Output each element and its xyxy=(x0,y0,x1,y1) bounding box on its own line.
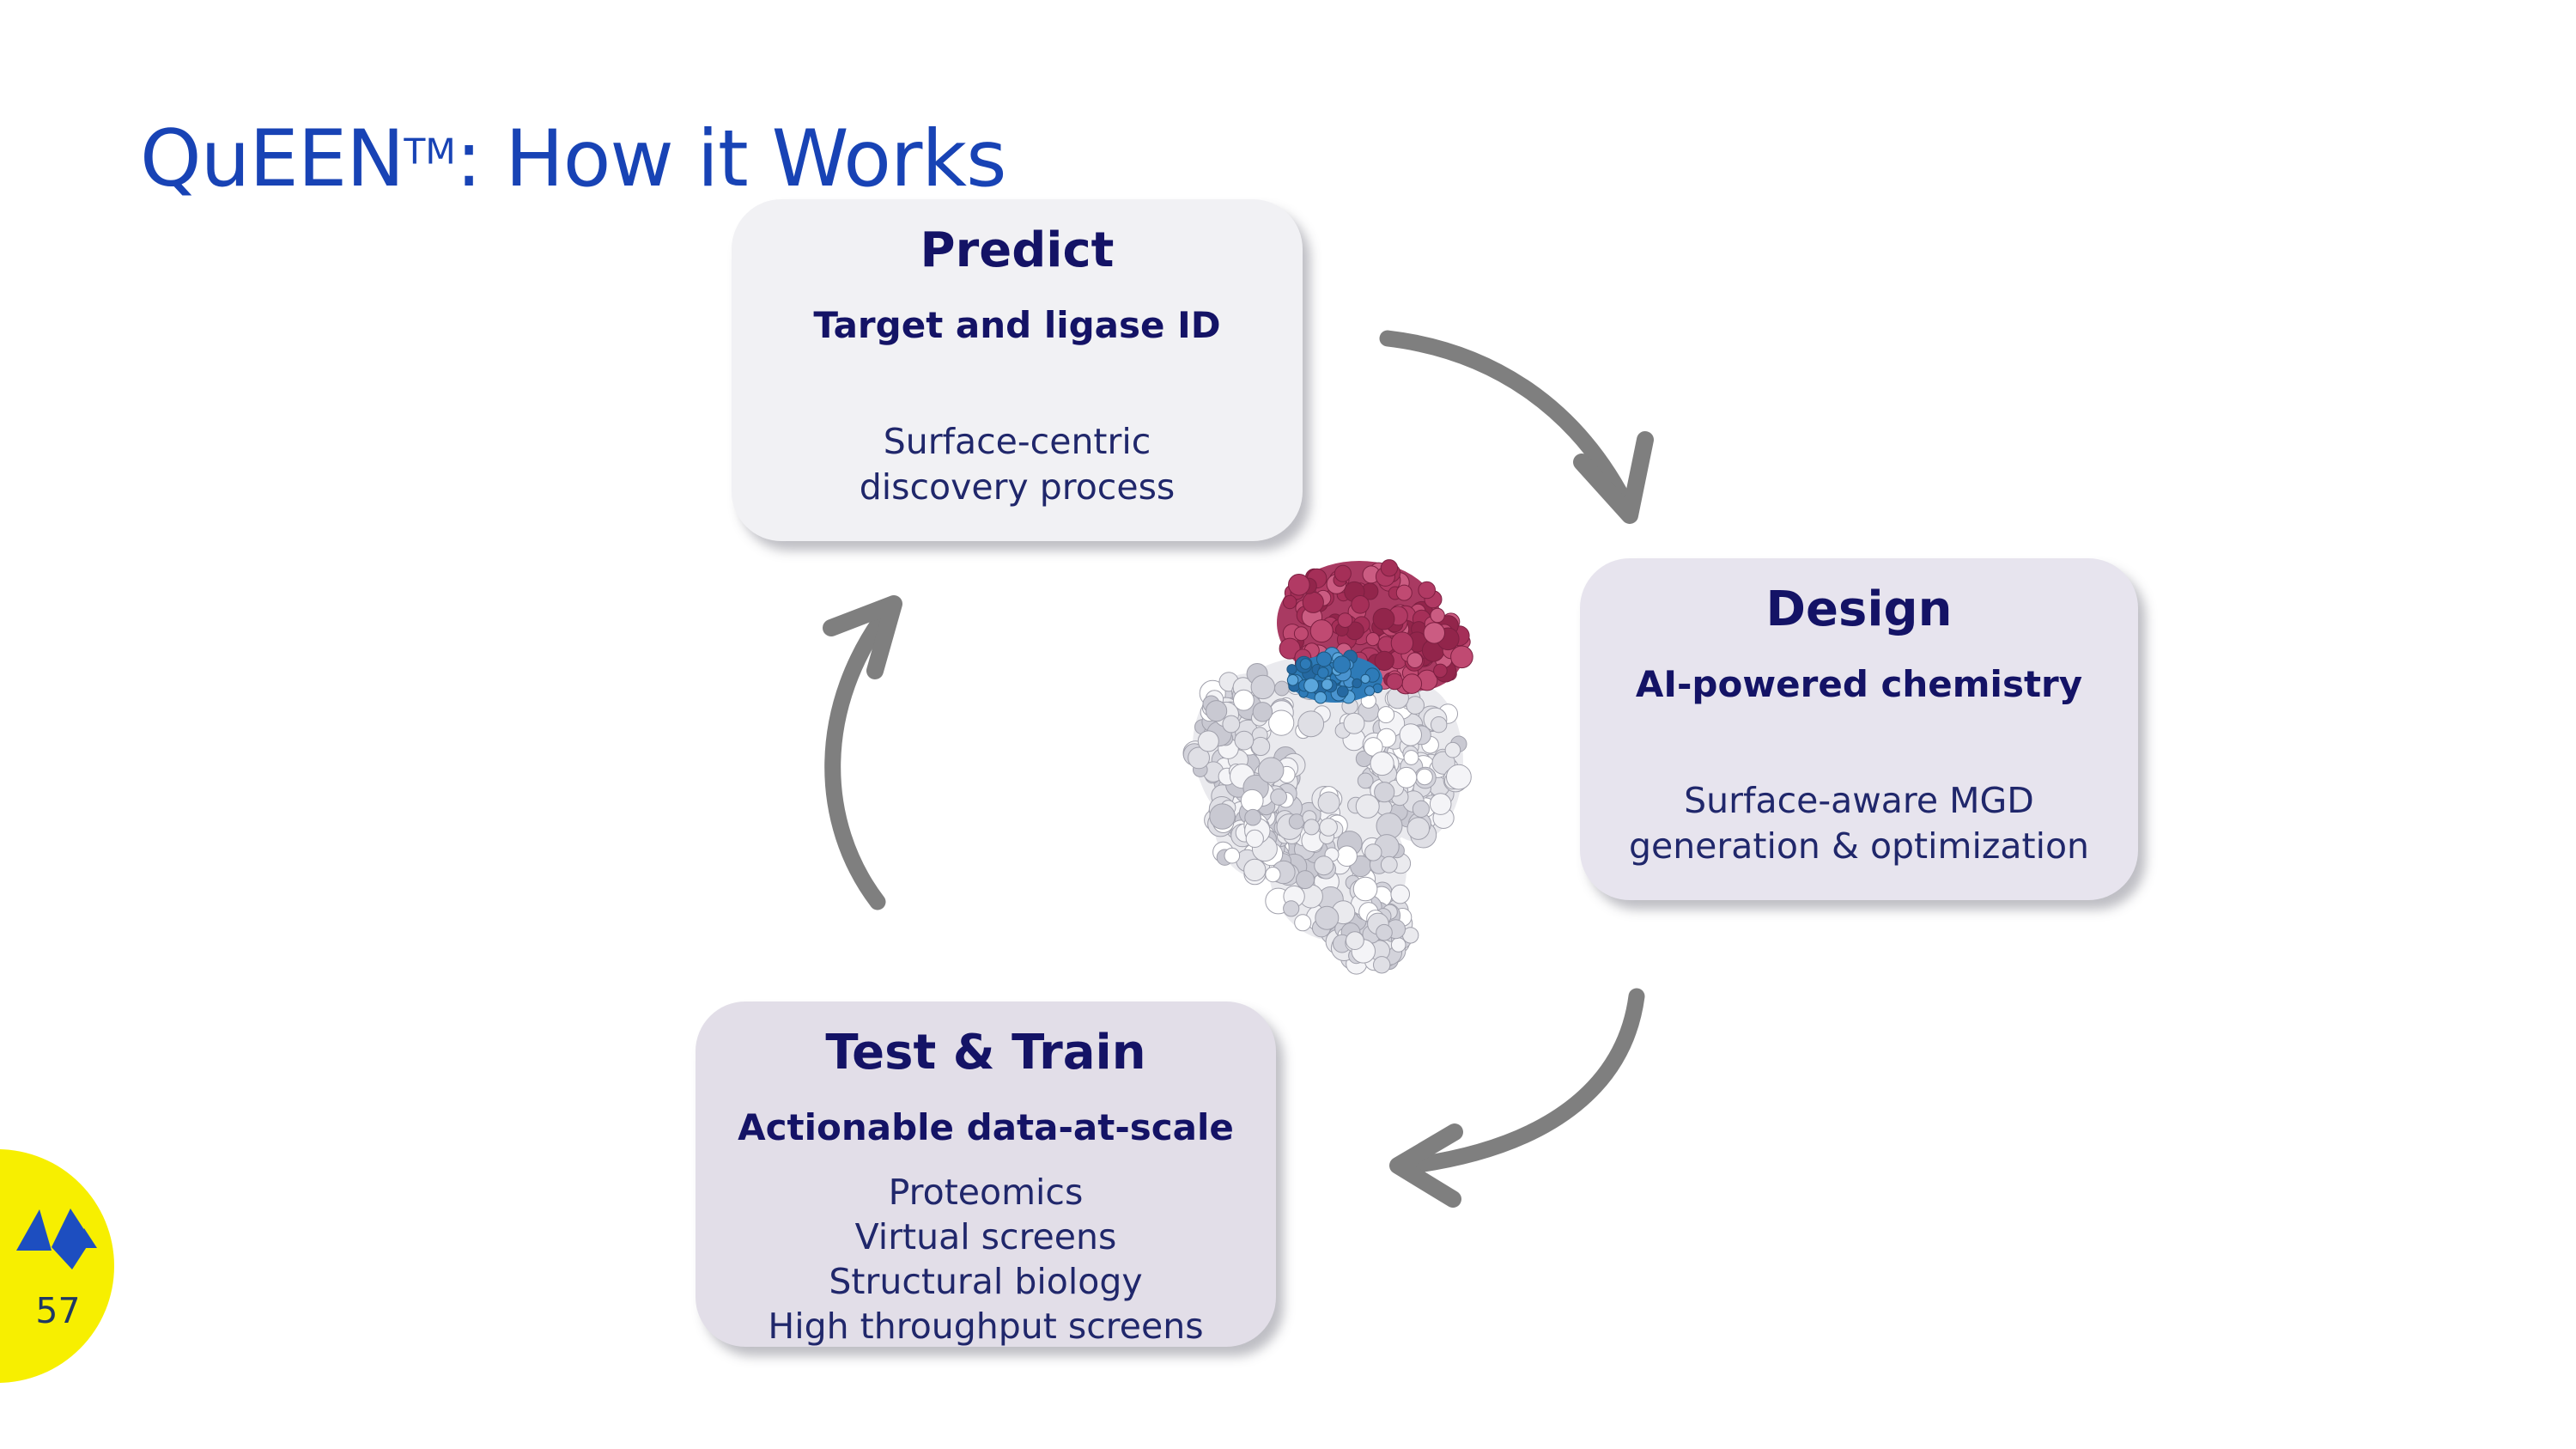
mountain-logo-icon xyxy=(16,1209,97,1269)
title-product: QuEEN xyxy=(140,113,404,204)
test-train-card-subtitle: Actionable data-at-scale xyxy=(738,1106,1234,1148)
title-trademark: TM xyxy=(404,131,456,173)
page-number: 57 xyxy=(35,1290,81,1331)
test-train-body-line: Structural biology xyxy=(829,1261,1143,1302)
test-train-card-body: Proteomics Virtual screens Structural bi… xyxy=(716,1170,1255,1349)
design-card-subtitle: AI-powered chemistry xyxy=(1635,663,2083,705)
protein-complex-image xyxy=(1182,559,1473,975)
test-train-body-line: High throughput screens xyxy=(768,1306,1204,1347)
design-card-title: Design xyxy=(1765,581,1953,637)
predict-body-line: discovery process xyxy=(859,466,1176,508)
arrow-design-to-test xyxy=(1389,988,1645,1208)
predict-card-body: Surface-centric discovery process xyxy=(752,419,1282,510)
design-card-body: Surface-aware MGD generation & optimizat… xyxy=(1601,778,2117,869)
test-train-card: Test & Train Actionable data-at-scale Pr… xyxy=(696,1002,1276,1347)
test-train-body-line: Virtual screens xyxy=(854,1216,1117,1257)
page-title: QuEENTM: How it Works xyxy=(140,113,1007,204)
arrow-test-to-predict xyxy=(823,595,902,910)
design-body-line: generation & optimization xyxy=(1628,825,2090,867)
predict-card: Predict Target and ligase ID Surface-cen… xyxy=(732,199,1303,541)
footer-badge xyxy=(0,1149,114,1383)
arrow-predict-to-design xyxy=(1379,330,1654,524)
test-train-body-line: Proteomics xyxy=(888,1172,1084,1213)
predict-card-subtitle: Target and ligase ID xyxy=(813,304,1221,346)
test-train-card-title: Test & Train xyxy=(825,1025,1146,1081)
predict-body-line: Surface-centric xyxy=(883,421,1151,462)
predict-card-title: Predict xyxy=(920,222,1115,278)
design-body-line: Surface-aware MGD xyxy=(1684,780,2034,821)
yellow-circle xyxy=(0,1149,114,1383)
title-suffix: : How it Works xyxy=(455,113,1007,204)
design-card: Design AI-powered chemistry Surface-awar… xyxy=(1580,558,2138,900)
